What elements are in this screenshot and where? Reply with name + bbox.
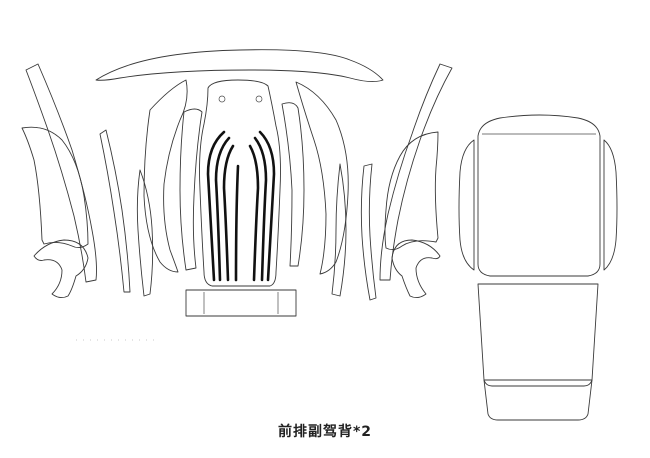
left-lower-panel xyxy=(21,126,89,249)
groove-right-2 xyxy=(253,136,268,282)
top-arch-strip xyxy=(95,49,384,83)
groove-center xyxy=(234,164,240,282)
seat-right-wing xyxy=(603,139,618,271)
left-hook-piece xyxy=(33,239,89,299)
groove-left-2 xyxy=(214,136,231,282)
center-back-panel xyxy=(199,79,281,287)
right-hook-piece xyxy=(391,239,441,299)
seat-back-upper xyxy=(477,114,601,277)
groove-right-3 xyxy=(248,144,260,282)
right-lower-panel xyxy=(384,131,439,251)
groove-left-3 xyxy=(222,144,235,282)
right-pillar-piece xyxy=(379,63,453,281)
pattern-caption: 前排副驾背*2 xyxy=(277,424,373,440)
mount-hole-right xyxy=(255,95,263,103)
seat-bottom-band xyxy=(483,379,593,421)
groove-right-1 xyxy=(258,130,276,282)
right-curved-strip xyxy=(360,163,377,301)
seat-left-wing xyxy=(458,139,475,271)
left-curved-strip xyxy=(99,129,131,293)
groove-left-1 xyxy=(206,130,226,282)
left-side-blade xyxy=(179,108,203,271)
seat-back-lower xyxy=(477,283,599,387)
right-inner-fin xyxy=(331,163,347,297)
left-inner-fin xyxy=(136,169,154,297)
mount-hole-left xyxy=(218,95,226,103)
right-side-blade xyxy=(281,102,305,267)
center-bottom-strip xyxy=(185,289,297,317)
left-pillar-piece xyxy=(25,63,97,283)
right-fin-piece xyxy=(295,81,349,275)
left-fin-piece xyxy=(143,79,188,273)
